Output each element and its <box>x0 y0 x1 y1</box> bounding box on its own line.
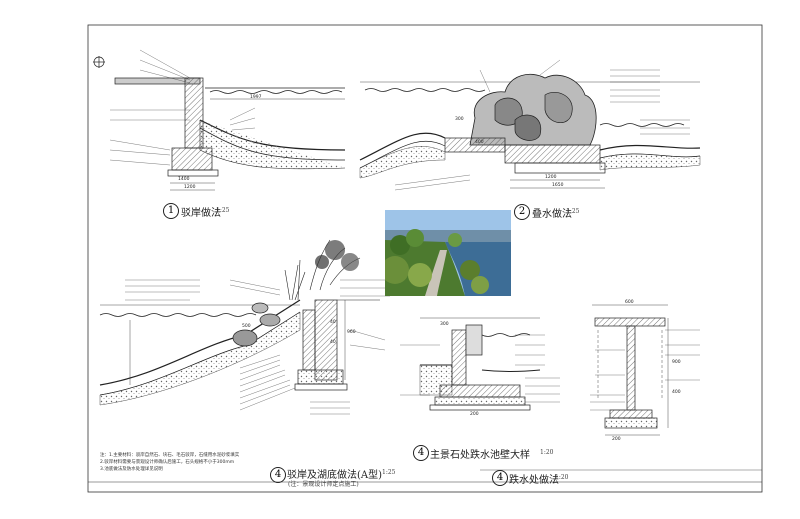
reference-photo <box>385 210 511 296</box>
section-2-cascade <box>359 59 701 191</box>
d3-dim-c: 40 <box>330 340 336 345</box>
drawing-3-scale: 1:25 <box>382 469 396 476</box>
drawing-5-scale: 1:20 <box>555 474 569 481</box>
d4-dim-b: 200 <box>470 412 479 417</box>
d2-dim-a: 1200 <box>545 175 557 180</box>
d5-dim-a: 600 <box>625 300 634 305</box>
drawing-2-scale: 1:25 <box>566 208 580 215</box>
note-line: 注：1.主要材料：驳岸自然石、块石、毛石驳岸，石缝用水泥砂浆填实 <box>100 453 240 458</box>
d1-dim-a: 1400 <box>178 177 190 182</box>
d2-dim-c: 300 <box>455 117 464 122</box>
drawing-5-title: 跌水处做法 <box>509 475 559 486</box>
d2-dim-d: 400 <box>475 140 484 145</box>
note-line: 3.池底做法及防水处理详见说明 <box>100 467 163 472</box>
drawing-1-number: 1 <box>163 203 179 219</box>
drawing-3-number: 4 <box>270 467 286 483</box>
drawing-1-title: 驳岸做法 <box>181 208 221 219</box>
drawing-1-scale: 1:25 <box>216 207 230 214</box>
d3-dim-d: 960 <box>347 330 356 335</box>
section-4-pool-wall <box>400 317 560 411</box>
d5-dim-c: 400 <box>672 390 681 395</box>
drawing-4-title: 主景石处跌水池壁大样 <box>430 450 530 461</box>
drawing-5-number: 4 <box>492 470 508 486</box>
general-notes: 注：1.主要材料：驳岸自然石、块石、毛石驳岸，石缝用水泥砂浆填实 2.驳岸材料需… <box>100 452 239 473</box>
d5-dim-d: 900 <box>672 360 681 365</box>
d1-dim-b: 1200 <box>184 185 196 190</box>
drawing-2-number: 2 <box>514 204 530 220</box>
section-1-revetment <box>93 49 346 191</box>
drawing-3-subtitle: (注：景观设计师定点施工) <box>288 481 359 488</box>
section-5-cascade-detail <box>590 304 700 436</box>
drawing-4-number: 4 <box>413 445 429 461</box>
drawing-4-scale: 1:20 <box>540 449 554 456</box>
sheet-border <box>87 24 763 493</box>
note-line: 2.驳岸材料需要与景观设计师确认后施工，石头规格不小于300mm <box>100 460 235 465</box>
d1-dim-c: 1997 <box>250 95 262 100</box>
d2-dim-b: 1650 <box>552 183 564 188</box>
drawing-2-title: 叠水做法 <box>532 209 572 220</box>
d4-dim-a: 300 <box>440 322 449 327</box>
d3-dim-b: 40 <box>330 320 336 325</box>
section-3-lake-bottom <box>99 239 390 415</box>
d5-dim-b: 200 <box>612 437 621 442</box>
d3-dim-a: 500 <box>242 324 251 329</box>
drawing-3-title: 驳岸及湖底做法(A型) <box>287 470 383 481</box>
